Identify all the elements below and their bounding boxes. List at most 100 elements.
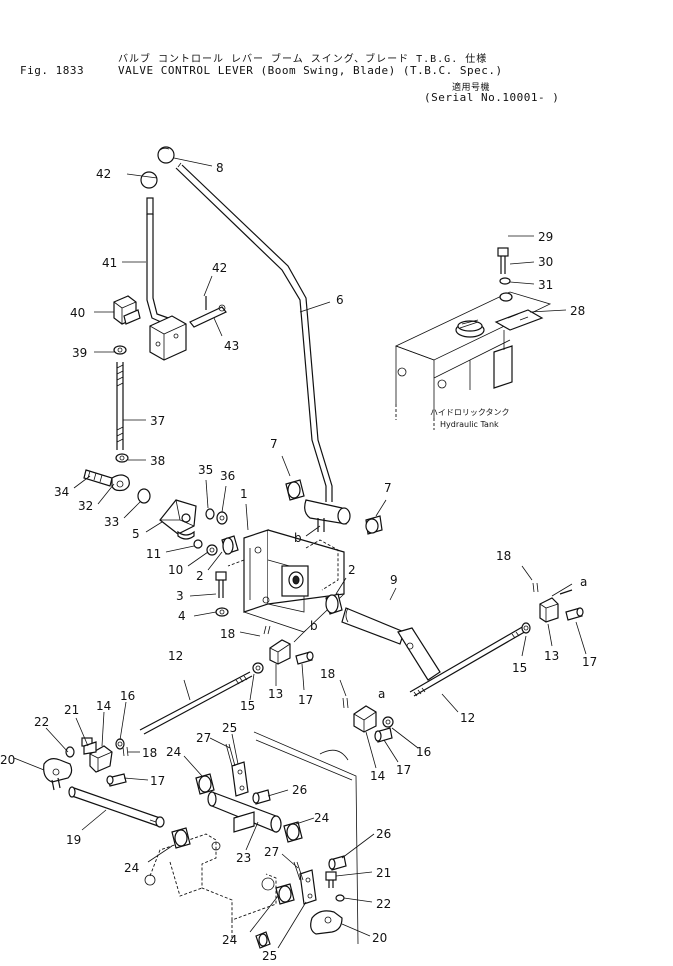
- callout-22: 22: [34, 715, 49, 729]
- figure-number: Fig. 1833: [20, 64, 85, 77]
- callout-24: 24: [166, 745, 181, 759]
- callout-10: 10: [168, 563, 183, 577]
- callout-26: 26: [376, 827, 391, 841]
- bolt-3-washer-4: [215, 571, 229, 617]
- bracket-1: [227, 529, 345, 633]
- callout-16: 16: [416, 745, 431, 759]
- callout-25: 25: [262, 949, 277, 963]
- lever-8-knob: [157, 146, 175, 164]
- plate-under-arm: [233, 811, 255, 833]
- callout-16: 16: [120, 689, 135, 703]
- callout-20: 20: [372, 931, 387, 945]
- tank-label-japanese: ハイドロリックタンク: [430, 408, 510, 417]
- callout-15: 15: [512, 661, 527, 675]
- callout-8: 8: [216, 161, 224, 175]
- rod-12-right: [409, 625, 529, 697]
- tank-label-english: Hydraulic Tank: [440, 420, 499, 429]
- callout-19: 19: [66, 833, 81, 847]
- fitting-5-nuts-35-36: [159, 499, 228, 540]
- callout-23: 23: [236, 851, 251, 865]
- callout-28: 28: [570, 304, 585, 318]
- callout-27: 27: [264, 845, 279, 859]
- hydraulic-tank: ハイドロリックタンク Hydraulic Tank: [394, 291, 552, 430]
- callout-37: 37: [150, 414, 165, 428]
- callout-12: 12: [460, 711, 475, 725]
- callout-26: 26: [292, 783, 307, 797]
- callout-43: 43: [224, 339, 239, 353]
- pins-17-upper: [295, 589, 584, 665]
- shaft-19: [68, 786, 165, 828]
- callout-38: 38: [150, 454, 165, 468]
- lever-41-knob-42: [140, 171, 175, 327]
- callout-a: a: [580, 575, 587, 589]
- callout-13: 13: [268, 687, 283, 701]
- callout-30: 30: [538, 255, 553, 269]
- callout-11: 11: [146, 547, 161, 561]
- callout-18: 18: [142, 746, 157, 760]
- nuts-15: [252, 622, 531, 674]
- callout-b: b: [294, 531, 302, 545]
- callout-42: 42: [212, 261, 227, 275]
- callout-17: 17: [396, 763, 411, 777]
- clevises-13: [269, 597, 559, 665]
- serial-range: (Serial No.10001- ): [424, 91, 560, 104]
- callout-29: 29: [538, 230, 553, 244]
- callout-a: a: [378, 687, 385, 701]
- callout-2: 2: [196, 569, 204, 583]
- callout-6: 6: [336, 293, 344, 307]
- assembly-line-b: [305, 539, 339, 591]
- callout-17: 17: [582, 655, 597, 669]
- nuts-16: [115, 716, 394, 750]
- callout-25: 25: [222, 721, 237, 735]
- callout-41: 41: [102, 256, 117, 270]
- pin-17-left: [106, 773, 127, 787]
- callout-numbers: 8 42 41 42 6 40 43 39 37 38 34 32 33 5 3…: [0, 161, 597, 963]
- lever-6-rod: [175, 162, 333, 502]
- rod-end-32-bolt-34: [83, 469, 151, 504]
- callout-33: 33: [104, 515, 119, 529]
- callout-4: 4: [178, 609, 186, 623]
- callout-24: 24: [222, 933, 237, 947]
- callout-22: 22: [376, 897, 391, 911]
- callout-36: 36: [220, 469, 235, 483]
- callout-9: 9: [390, 573, 398, 587]
- floor-bracket-dashed: [144, 833, 277, 940]
- callout-24: 24: [124, 861, 139, 875]
- callout-24: 24: [314, 811, 329, 825]
- callout-27: 27: [196, 731, 211, 745]
- lever-9: [341, 607, 441, 681]
- callout-12: 12: [168, 649, 183, 663]
- callout-1: 1: [240, 487, 248, 501]
- bushing-2-right: [325, 593, 343, 615]
- callout-21: 21: [64, 703, 79, 717]
- cotter-pins-18: [122, 582, 539, 757]
- callout-3: 3: [176, 589, 184, 603]
- callout-15: 15: [240, 699, 255, 713]
- floor-frame: [253, 731, 359, 945]
- bushings-24: [171, 773, 303, 905]
- callout-42: 42: [96, 167, 111, 181]
- callout-17: 17: [298, 693, 313, 707]
- arms-25: [231, 761, 317, 905]
- bushing-2-left: [221, 535, 239, 555]
- callout-18: 18: [496, 549, 511, 563]
- callout-2: 2: [348, 563, 356, 577]
- bracket-43-and-pin-42: [149, 296, 227, 361]
- pins-26: [252, 789, 347, 871]
- bolt-21-washer-22-right: [325, 871, 345, 902]
- callout-7: 7: [270, 437, 278, 451]
- callout-13: 13: [544, 649, 559, 663]
- callout-21: 21: [376, 866, 391, 880]
- callout-b: b: [310, 619, 318, 633]
- title-japanese: バルブ コントロール レバー ブーム スイング、ブレード T.B.G. 仕様: [118, 54, 488, 65]
- callout-35: 35: [198, 463, 213, 477]
- callout-17: 17: [150, 774, 165, 788]
- callout-14: 14: [370, 769, 385, 783]
- callout-34: 34: [54, 485, 69, 499]
- callout-20: 20: [0, 753, 15, 767]
- lever-6-lower-boss: [304, 499, 351, 532]
- serial-label-japanese: 適用号機: [452, 83, 491, 93]
- bolt-21-washer-22-left: [65, 737, 97, 758]
- rod-37-with-nuts: [113, 345, 129, 463]
